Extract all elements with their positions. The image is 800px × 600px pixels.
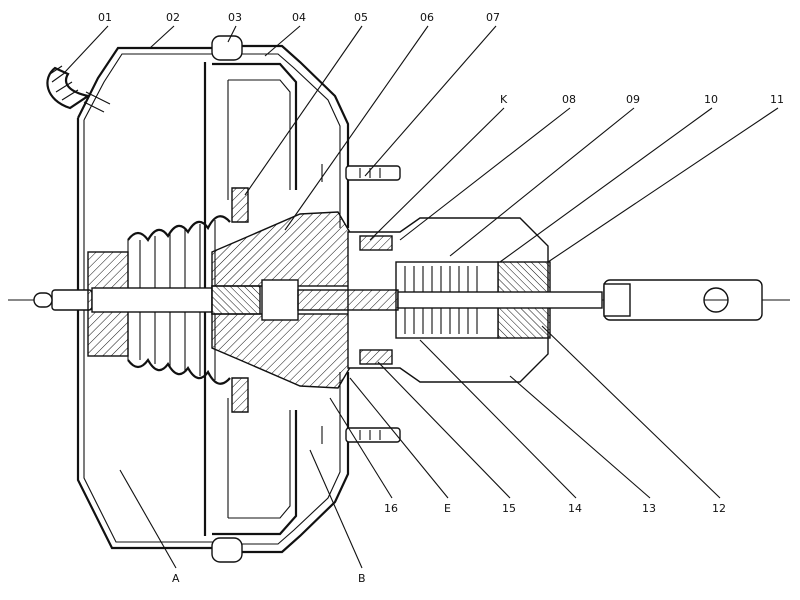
front-rod-tip: [33, 292, 53, 308]
callout-06: 06: [420, 11, 434, 24]
inlet-pipe-bands: [49, 65, 79, 101]
diaphragm-seal-bottom: [231, 377, 249, 413]
callout-10: 10: [704, 93, 718, 106]
bellows-ribs: [139, 224, 201, 376]
return-spring-bottom: [127, 357, 231, 385]
flange-bottom: [211, 537, 243, 563]
diaphragm-support: [227, 79, 291, 519]
vacuum-inlet-pipe: [46, 66, 91, 110]
leader-lines: [64, 25, 779, 569]
reaction-disc: [211, 285, 261, 315]
callout-02: 02: [166, 11, 180, 24]
callout-E: E: [444, 502, 451, 515]
clevis-nut: [603, 283, 631, 317]
diaphragm-seal-top: [231, 187, 249, 223]
callout-05: 05: [354, 11, 368, 24]
inlet-fitting: [83, 91, 111, 113]
callout-B: B: [358, 572, 366, 585]
guide-seal-bottom: [359, 349, 393, 365]
callout-12: 12: [712, 502, 726, 515]
callout-09: 09: [626, 93, 640, 106]
poppet-valve: [297, 289, 399, 311]
callout-A: A: [172, 572, 180, 585]
callout-K: K: [500, 93, 508, 106]
callout-14: 14: [568, 502, 582, 515]
callout-04: 04: [292, 11, 306, 24]
rear-shell-inner: [225, 53, 341, 545]
guide-seal-top: [359, 235, 393, 251]
return-spring-top: [127, 215, 231, 243]
callout-03: 03: [228, 11, 242, 24]
callout-16: 16: [384, 502, 398, 515]
flange-top: [211, 35, 243, 61]
callout-01: 01: [98, 11, 112, 24]
input-push-rod: [397, 291, 603, 309]
front-rod-nut: [51, 289, 93, 311]
callout-15: 15: [502, 502, 516, 515]
callout-07: 07: [486, 11, 500, 24]
callout-13: 13: [642, 502, 656, 515]
callout-11: 11: [770, 93, 784, 106]
stud-threads: [359, 168, 381, 440]
bellows-outline: [127, 220, 216, 380]
mounting-stud-top: [345, 165, 401, 181]
plunger: [261, 279, 299, 321]
callout-labels: 01 02 03 04 05 06 07 K 08 09 10 11 12 13…: [98, 11, 784, 585]
callout-08: 08: [562, 93, 576, 106]
rear-shell: [222, 44, 350, 554]
